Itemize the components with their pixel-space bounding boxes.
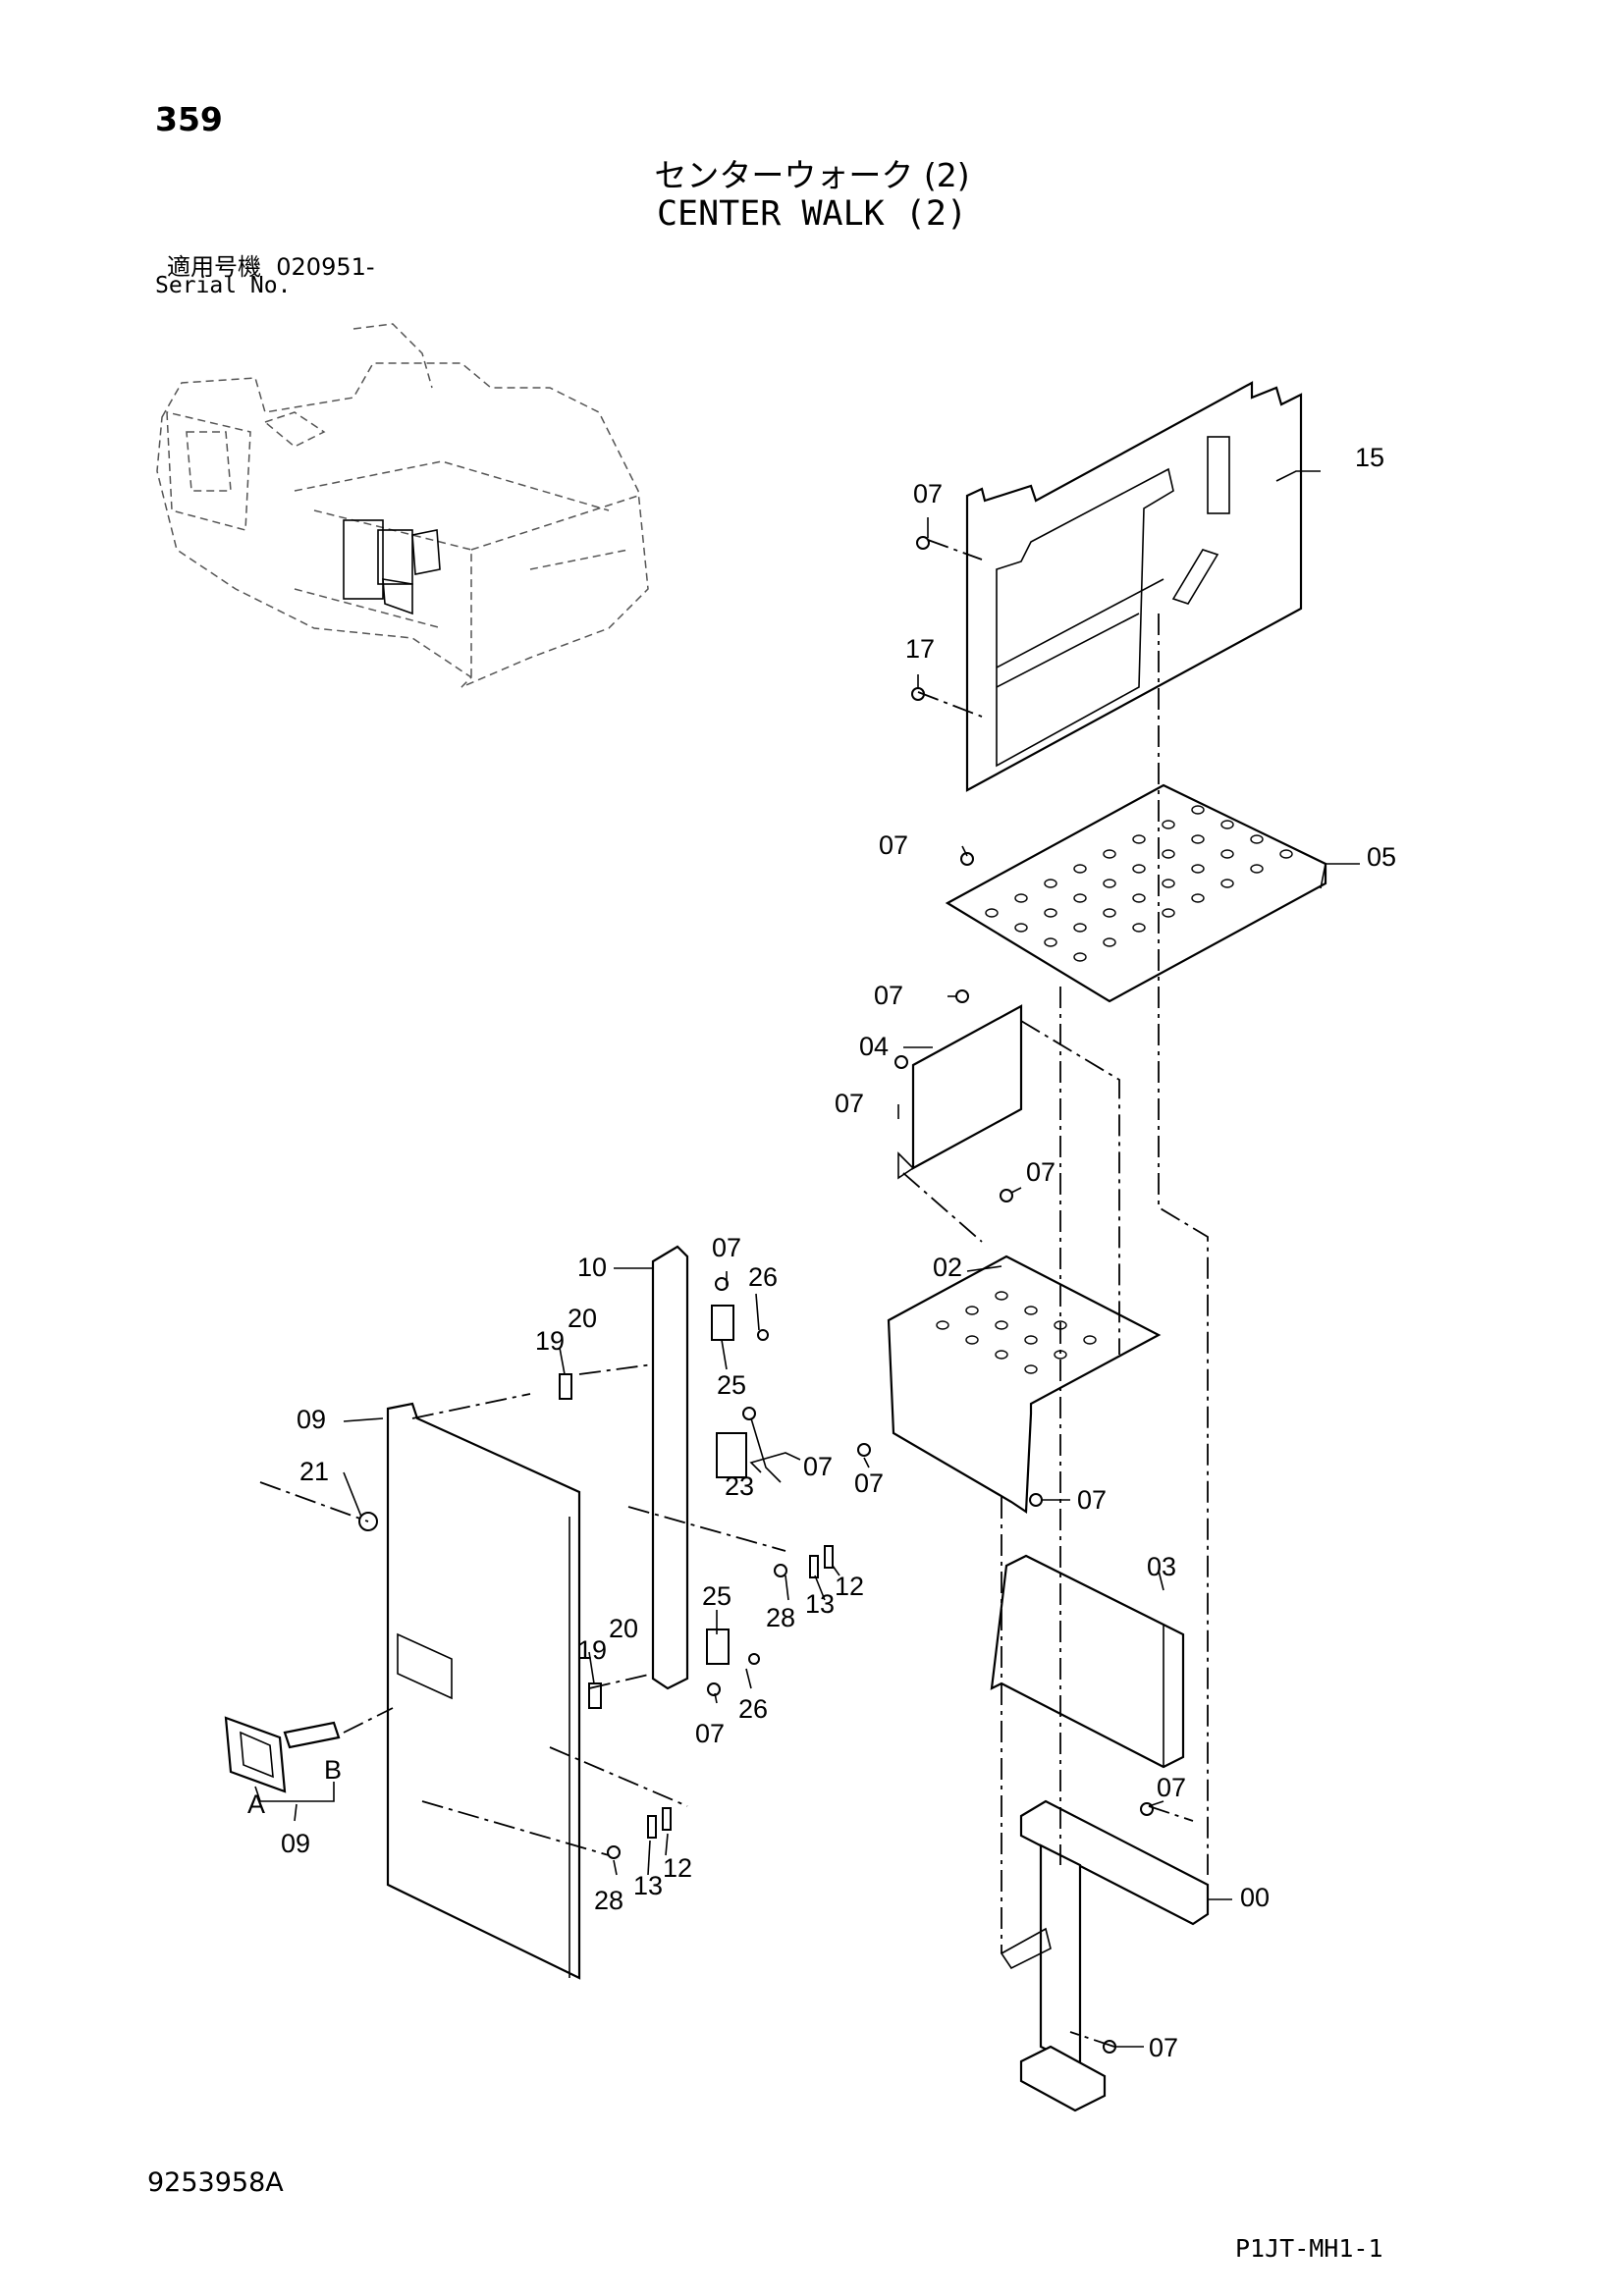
callout-09: 09 bbox=[281, 1829, 310, 1858]
page-code: P1JT-MH1-1 bbox=[1235, 2234, 1383, 2263]
part-10-vertical-bracket bbox=[651, 1245, 689, 1690]
callout-15: 15 bbox=[1355, 443, 1384, 472]
callout-07: 07 bbox=[695, 1719, 725, 1748]
callout-28: 28 bbox=[766, 1603, 795, 1632]
callout-02: 02 bbox=[933, 1253, 962, 1282]
alignment-lines bbox=[259, 539, 1209, 2048]
callout-07: 07 bbox=[854, 1468, 884, 1498]
page-title: CENTER WALK (2) bbox=[656, 194, 968, 234]
callout-07: 07 bbox=[1157, 1773, 1186, 1802]
page-number: 359 bbox=[155, 100, 223, 138]
part-09-door-panel bbox=[386, 1402, 581, 1980]
part-00-stand bbox=[1000, 1799, 1210, 2112]
part-05-top-step bbox=[945, 783, 1327, 1003]
callout-07: 07 bbox=[1026, 1157, 1056, 1187]
part-02-middle-step bbox=[887, 1255, 1162, 1514]
callout-21: 21 bbox=[299, 1457, 329, 1486]
callout-19: 19 bbox=[577, 1635, 607, 1665]
serial-label-japanese: 適用号機 020951- bbox=[167, 247, 375, 282]
serial-label-jp-text: 適用号機 bbox=[167, 253, 261, 281]
machine-locator-view bbox=[156, 323, 649, 688]
callout-13: 13 bbox=[805, 1589, 835, 1619]
part-callouts: 15 07 17 07 05 07 04 07 07 02 07 07 03 0… bbox=[247, 443, 1396, 2062]
page-title-japanese: センターウォーク (2) bbox=[654, 156, 970, 194]
callout-A: A bbox=[247, 1789, 265, 1819]
callout-B: B bbox=[324, 1755, 342, 1785]
callout-07: 07 bbox=[803, 1452, 833, 1481]
callout-26: 26 bbox=[748, 1262, 778, 1292]
callout-23: 23 bbox=[725, 1471, 754, 1501]
callout-07: 07 bbox=[835, 1089, 864, 1118]
callout-25: 25 bbox=[702, 1581, 731, 1611]
callout-12: 12 bbox=[663, 1853, 692, 1883]
callout-00: 00 bbox=[1240, 1883, 1270, 1912]
part-15-back-panel bbox=[965, 381, 1303, 792]
callout-19: 19 bbox=[535, 1326, 565, 1356]
callout-07: 07 bbox=[1077, 1485, 1107, 1515]
serial-number-value: 020951- bbox=[276, 253, 375, 281]
callout-20: 20 bbox=[568, 1304, 597, 1333]
callout-10: 10 bbox=[577, 1253, 607, 1282]
document-number: 9253958A bbox=[147, 2167, 284, 2198]
callout-09: 09 bbox=[297, 1405, 326, 1434]
part-04-small-plate bbox=[897, 1004, 1023, 1180]
callout-26: 26 bbox=[738, 1694, 768, 1724]
callout-12: 12 bbox=[835, 1572, 864, 1601]
callout-03: 03 bbox=[1147, 1552, 1176, 1581]
callout-13: 13 bbox=[633, 1871, 663, 1900]
part-handle-assembly bbox=[224, 1716, 341, 1793]
callout-07: 07 bbox=[1149, 2033, 1178, 2062]
hardware-clips bbox=[559, 1305, 834, 1839]
serial-label: Serial No. bbox=[155, 273, 292, 298]
callout-07: 07 bbox=[874, 981, 903, 1010]
callout-07: 07 bbox=[712, 1233, 741, 1262]
callout-04: 04 bbox=[859, 1032, 889, 1061]
callout-28: 28 bbox=[594, 1886, 623, 1915]
callout-20: 20 bbox=[609, 1614, 638, 1643]
callout-25: 25 bbox=[717, 1370, 746, 1400]
callout-07: 07 bbox=[913, 479, 943, 508]
callout-17: 17 bbox=[905, 634, 935, 664]
callout-05: 05 bbox=[1367, 842, 1396, 872]
leader-lines bbox=[254, 470, 1360, 2048]
callout-07: 07 bbox=[879, 830, 908, 860]
part-03-lower-step bbox=[990, 1554, 1185, 1769]
